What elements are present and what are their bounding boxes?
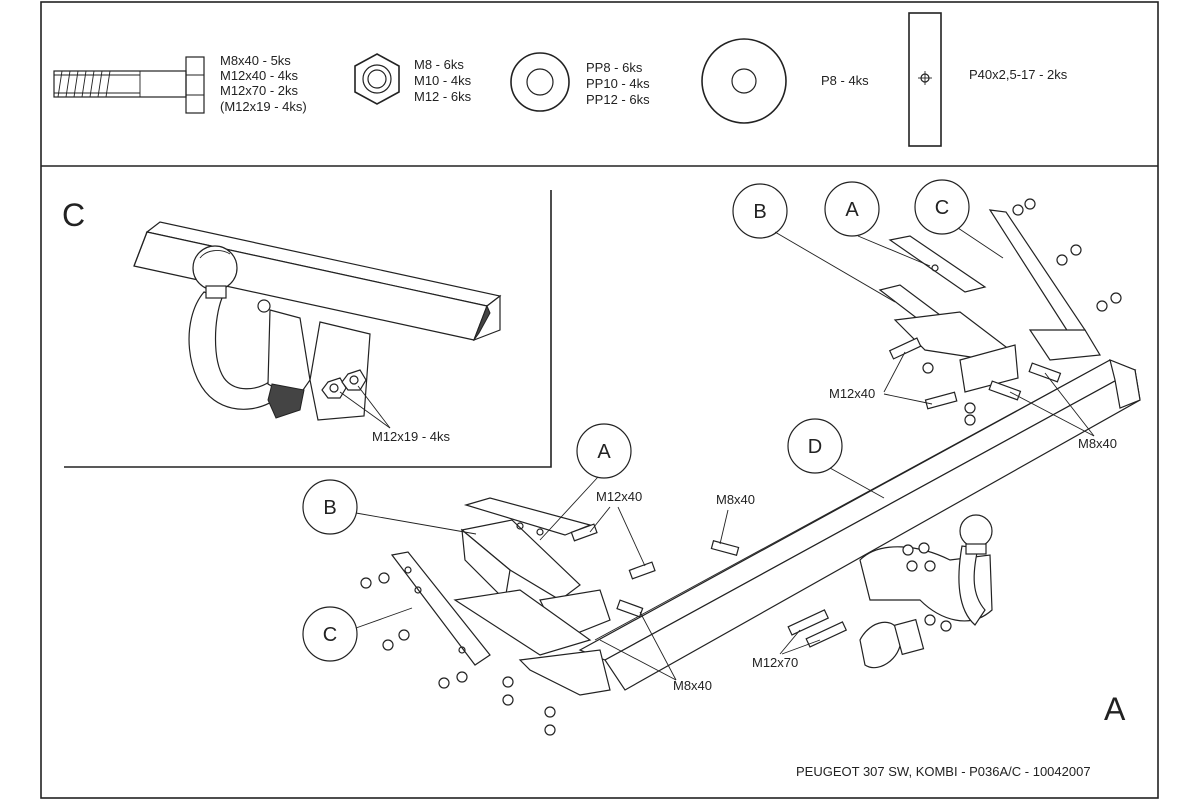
label-m8x40-right: M8x40 — [1078, 436, 1117, 451]
main-tow-ball — [859, 514, 993, 669]
callout-a-top — [824, 181, 931, 267]
callout-a-top-label: A — [845, 199, 859, 221]
washers-line-2: PP10 - 4ks — [586, 76, 650, 91]
callout-c-top — [914, 179, 1004, 259]
detail-frame — [64, 190, 552, 468]
detail-bolt-note: M12x19 - 4ks — [372, 429, 451, 444]
washers-line-3: PP12 - 6ks — [586, 92, 650, 107]
spacer-plate-label: P40x2,5-17 - 2ks — [969, 67, 1068, 82]
callout-c-left-label: C — [323, 624, 337, 646]
right-spacer-plate — [888, 235, 987, 293]
detail-hitch-tube — [133, 221, 502, 342]
washer-icon — [510, 52, 570, 112]
bolt-icon — [53, 56, 205, 114]
bolts-line-3: M12x70 - 2ks — [220, 83, 299, 98]
callout-d-label: D — [808, 436, 822, 458]
callout-d — [787, 418, 885, 499]
callout-b-left-label: B — [323, 497, 336, 519]
detail-bracket — [257, 299, 371, 421]
detail-leader-2 — [357, 385, 391, 429]
callout-a-left-label: A — [597, 441, 611, 463]
detail-label: C — [62, 197, 85, 233]
label-m8x40-center: M8x40 — [716, 492, 755, 507]
fasteners — [360, 198, 1122, 736]
callout-c-top-label: C — [935, 197, 949, 219]
spacer-plate-icon — [908, 12, 942, 147]
washers-line-1: PP8 - 6ks — [586, 60, 643, 75]
left-side-bracket — [453, 519, 611, 696]
callout-b-top-label: B — [753, 201, 766, 223]
detail-bolt-heads — [321, 369, 367, 399]
bolts-line-1: M8x40 - 5ks — [220, 53, 291, 68]
bolts-line-4: (M12x19 - 4ks) — [220, 99, 307, 114]
label-m12x70: M12x70 — [752, 655, 798, 670]
callout-b-left — [302, 479, 477, 535]
callout-c-left — [302, 606, 413, 662]
label-m12x40-right: M12x40 — [829, 386, 875, 401]
label-m8x40-bottom: M8x40 — [673, 678, 712, 693]
large-washer-icon — [701, 38, 787, 124]
label-m12x40-left: M12x40 — [596, 489, 642, 504]
detail-tow-ball — [188, 245, 285, 410]
callout-b-top — [732, 183, 896, 303]
right-side-bracket — [878, 284, 1019, 393]
large-washer-label: P8 - 4ks — [821, 73, 869, 88]
drawing-footer: PEUGEOT 307 SW, KOMBI - P036A/C - 100420… — [796, 764, 1091, 779]
drawing-frame — [40, 1, 1159, 799]
right-outer-plate — [988, 209, 1086, 336]
nuts-line-2: M10 - 4ks — [414, 73, 472, 88]
left-outer-plate — [390, 551, 491, 666]
callout-a-left — [539, 423, 632, 541]
nuts-line-1: M8 - 6ks — [414, 57, 464, 72]
nuts-line-3: M12 - 6ks — [414, 89, 472, 104]
bolts-line-2: M12x40 - 4ks — [220, 68, 299, 83]
view-label: A — [1104, 691, 1126, 727]
hex-nut-icon — [354, 53, 400, 105]
detail-leader-1 — [339, 391, 391, 429]
